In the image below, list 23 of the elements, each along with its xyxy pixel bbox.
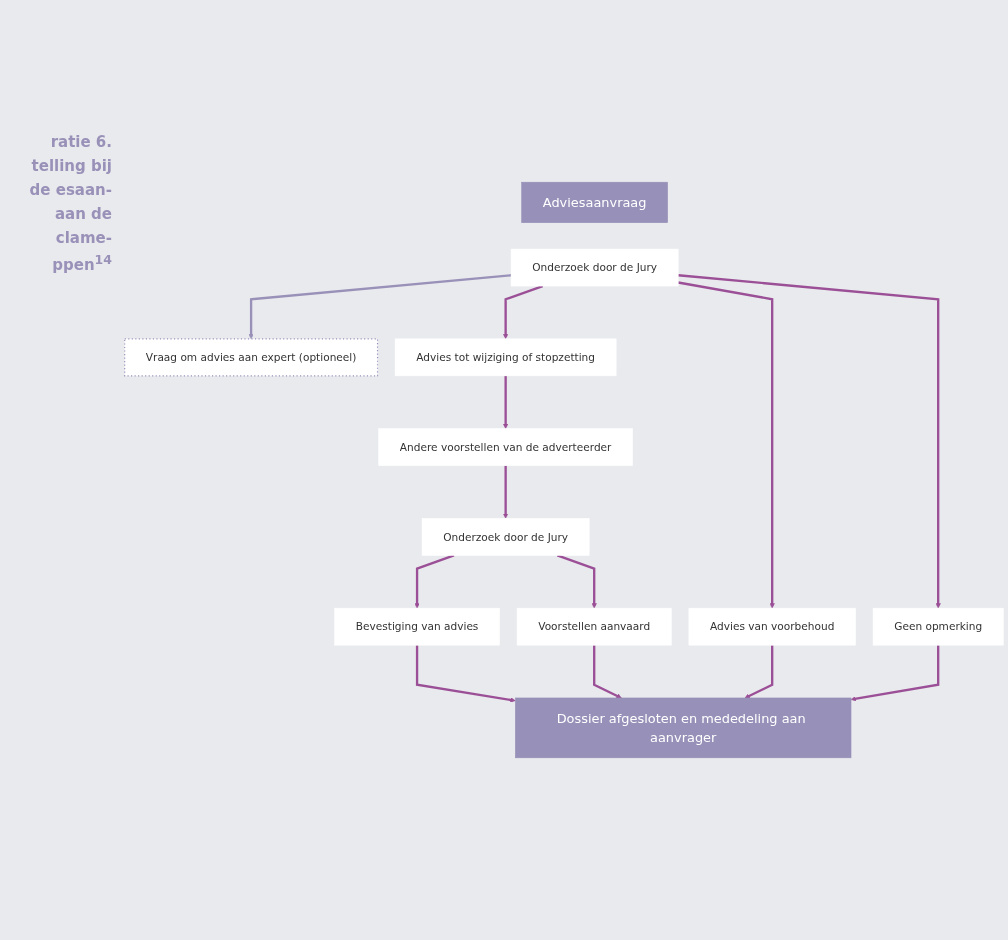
arrow	[414, 554, 455, 609]
arrow	[503, 465, 509, 519]
node-box: Geen opmerking	[872, 607, 1004, 646]
figure-caption: ratie 6. telling bij de esaan- aan de clame- ppen$^{14}$	[28, 132, 112, 276]
node-box: Onderzoek door de Jury	[510, 248, 679, 287]
node-box: Andere voorstellen van de adverteerder	[378, 428, 633, 466]
arrow	[415, 645, 516, 703]
arrow	[678, 274, 941, 609]
node-box: Voorstellen aanvaard	[516, 607, 672, 646]
node-box: Dossier afgesloten en mededeling aan aanvrager	[515, 697, 852, 759]
node-box: Advies tot wijziging of stopzetting	[394, 338, 617, 377]
arrow	[556, 554, 597, 609]
node-box: Vraag om advies aan expert (optioneel)	[124, 338, 379, 377]
arrow	[744, 645, 774, 699]
node-box: Adviesaanvraag	[521, 181, 668, 223]
arrow	[248, 274, 512, 340]
node-box: Onderzoek door de Jury	[421, 518, 590, 556]
node-box: Bevestiging van advies	[334, 607, 500, 646]
arrow	[677, 281, 775, 609]
arrow	[593, 645, 622, 699]
arrow	[850, 645, 940, 702]
arrow	[503, 375, 509, 429]
node-box: Advies van voorbehoud	[688, 607, 856, 646]
